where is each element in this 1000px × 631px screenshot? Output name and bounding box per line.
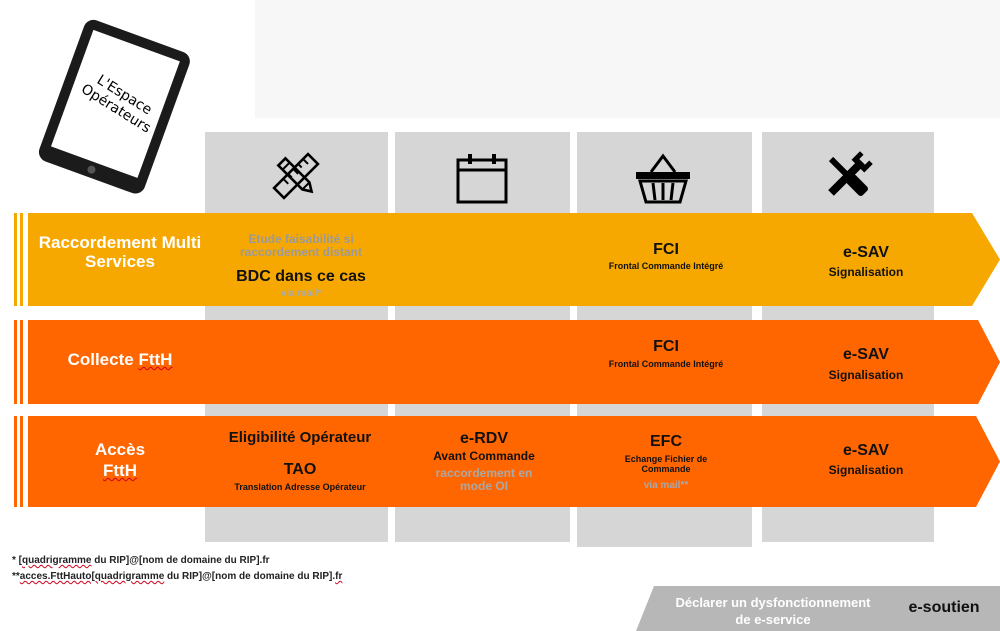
raccordement-esav-title: e-SAV xyxy=(843,244,889,261)
footnote-1-prefix: * [ xyxy=(12,555,22,566)
footnote-2-end: fr xyxy=(335,571,343,582)
footnote-2-prefix: ** xyxy=(12,571,20,582)
raccordement-title: Raccordement Multi Services xyxy=(38,233,202,271)
acces-tao-sub: Translation Adresse Opérateur xyxy=(234,482,366,492)
collecte-esav-sub: Signalisation xyxy=(828,368,904,382)
band-collecte xyxy=(14,320,1000,404)
esoutien-line2: de e-service xyxy=(735,612,811,627)
acces-efc: EFC xyxy=(650,433,682,450)
acces-esav-sub: Signalisation xyxy=(828,463,904,477)
raccordement-esav-sub: Signalisation xyxy=(828,265,904,279)
collecte-title-prefix: Collecte xyxy=(67,350,139,369)
footnote-2-word: acces.FttHauto[quadrigramme xyxy=(19,571,165,582)
basket-icon xyxy=(632,148,694,208)
raccordement-bdc-text: BDC dans ce cas xyxy=(236,268,366,285)
footnote-1: * [quadrigramme du RIP]@[nom de domaine … xyxy=(12,555,270,566)
tablet-logo: L'Espace Opérateurs xyxy=(30,18,200,198)
band-raccordement xyxy=(14,213,1000,306)
collecte-fci-title: FCI xyxy=(653,338,679,355)
collecte-fci-sub: Frontal Commande Intégré xyxy=(608,359,724,369)
band-acces xyxy=(14,416,1000,507)
acces-tao: TAO xyxy=(283,461,317,478)
top-background xyxy=(255,0,1000,118)
acces-erdv-sub: Avant Commande xyxy=(433,449,535,463)
acces-efc-mail: via mail** xyxy=(643,480,689,491)
acces-title-line2: FttH xyxy=(38,461,202,481)
esoutien-line1: Déclarer un dysfonctionnement xyxy=(675,595,871,610)
tools-icon xyxy=(818,146,878,206)
acces-eligibilite: Eligibilité Opérateur xyxy=(228,429,372,446)
collecte-title-word: FttH xyxy=(138,350,173,369)
acces-efc-sub: Echange Fichier de Commande xyxy=(624,454,708,474)
raccordement-etude-text: Etude faisabilité si raccordement distan… xyxy=(239,232,363,260)
acces-erdv-grey: raccordement en mode OI xyxy=(435,466,533,494)
ruler-pencil-icon xyxy=(268,148,324,204)
esoutien-label: e-soutien xyxy=(908,599,980,616)
collecte-esav-title: e-SAV xyxy=(843,346,889,363)
acces-title-line1: Accès xyxy=(94,440,146,459)
footnote-2-rest: du RIP]@[nom de domaine du RIP]. xyxy=(164,571,336,582)
raccordement-via-mail: via mail* xyxy=(280,288,322,299)
acces-esav-title: e-SAV xyxy=(843,442,889,459)
footnote-1-word: quadrigramme xyxy=(22,555,92,566)
esoutien-button[interactable]: Déclarer un dysfonctionnement de e-servi… xyxy=(636,586,1000,631)
acces-title-word: FttH xyxy=(103,461,137,480)
raccordement-fci-sub: Frontal Commande Intégré xyxy=(608,261,724,271)
footnote-2: **acces.FttHauto[quadrigramme du RIP]@[n… xyxy=(12,571,342,582)
collecte-title: Collecte FttH xyxy=(38,350,202,370)
calendar-icon xyxy=(452,148,512,208)
acces-erdv: e-RDV xyxy=(459,430,508,447)
footnote-1-rest: du RIP]@[nom de domaine du RIP].fr xyxy=(91,555,270,566)
raccordement-fci-title: FCI xyxy=(653,241,679,258)
